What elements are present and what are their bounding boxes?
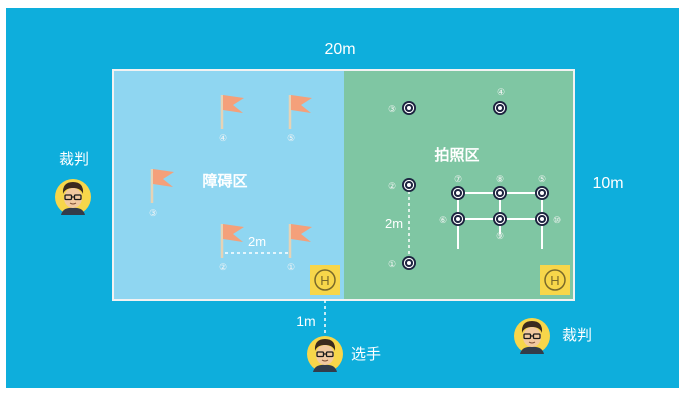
diagram-background: 20m 10m 障碍区 拍照区 ④ ⑤ ③ ②	[6, 8, 679, 388]
target-8: ⑧	[492, 174, 508, 201]
target-number: ①	[388, 259, 396, 269]
judge-left-label: 裁判	[59, 151, 89, 168]
target-number: ⑧	[496, 174, 504, 184]
target-number: ④	[497, 87, 505, 97]
photo-zone	[344, 70, 574, 300]
player-avatar-icon	[306, 335, 344, 373]
player-label: 选手	[351, 346, 381, 363]
flag-number: ②	[219, 262, 227, 272]
flag-number: ④	[219, 133, 227, 143]
target-3: ③	[388, 100, 417, 116]
field-diagram: 20m 10m 障碍区 拍照区 ④ ⑤ ③ ②	[54, 41, 624, 373]
field-height-label: 10m	[592, 175, 623, 192]
target-number: ⑩	[553, 215, 561, 225]
target-1: ①	[388, 255, 417, 271]
helipad-obstacle-zone: H	[310, 265, 340, 295]
flag-spacing-label: 2m	[248, 234, 266, 249]
obstacle-zone-label: 障碍区	[202, 172, 247, 190]
target-number: ⑨	[496, 231, 504, 241]
target-number: ⑤	[538, 174, 546, 184]
target-7: ⑦	[450, 174, 466, 201]
target-6: ⑥	[439, 211, 466, 227]
target-4: ④	[492, 87, 508, 116]
flag-number: ③	[149, 208, 157, 218]
target-2: ②	[388, 177, 417, 193]
photo-zone-label: 拍照区	[434, 146, 479, 164]
player-distance-label: 1m	[296, 313, 315, 329]
flag-5: ⑤	[287, 93, 314, 143]
target-10: ⑩	[534, 211, 561, 227]
helipad-symbol: H	[320, 273, 329, 288]
field-border	[112, 69, 575, 301]
target-number: ③	[388, 104, 396, 114]
target-9: ⑨	[492, 211, 508, 241]
judge-right-avatar-icon	[513, 317, 551, 355]
flag-number: ①	[287, 262, 295, 272]
flag-1: ①	[287, 222, 314, 272]
helipad-symbol: H	[550, 273, 559, 288]
target-spacing-label: 2m	[385, 216, 403, 231]
flag-number: ⑤	[287, 133, 295, 143]
target-number: ⑥	[439, 215, 447, 225]
target-number: ⑦	[454, 174, 462, 184]
judge-left-avatar-icon	[54, 178, 92, 216]
field-width-label: 20m	[324, 41, 355, 58]
judge-right-label: 裁判	[562, 327, 592, 344]
flag-4: ④	[219, 93, 246, 143]
target-number: ②	[388, 181, 396, 191]
flag-2: ②	[219, 222, 246, 272]
helipad-photo-zone: H	[540, 265, 570, 295]
flag-3: ③	[149, 167, 176, 218]
target-5: ⑤	[534, 174, 550, 201]
